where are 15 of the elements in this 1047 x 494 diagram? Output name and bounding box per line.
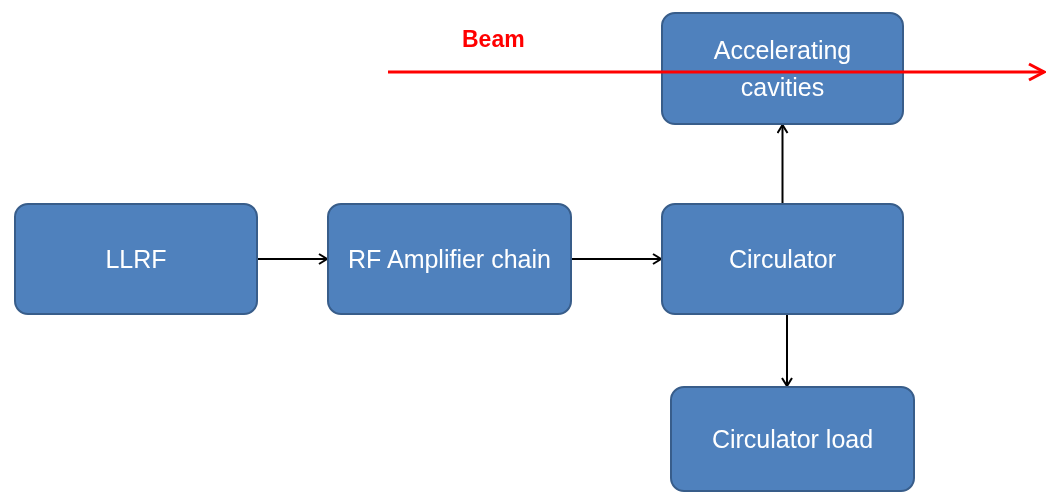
beam-label: Beam — [462, 25, 525, 54]
box-label: Circulator — [729, 243, 836, 275]
box-label: RF Amplifier chain — [348, 243, 551, 275]
process-box — [661, 203, 904, 315]
process-box — [14, 203, 258, 315]
arrow — [571, 253, 662, 265]
arrow — [781, 314, 793, 387]
box-label: LLRF — [105, 243, 167, 275]
arrow — [776, 124, 789, 204]
process-box — [670, 386, 915, 492]
process-box — [661, 12, 904, 125]
arrow — [257, 253, 328, 265]
box-label: Circulator load — [711, 423, 874, 455]
box-label: Accelerating cavities — [712, 34, 853, 103]
process-box — [327, 203, 572, 315]
